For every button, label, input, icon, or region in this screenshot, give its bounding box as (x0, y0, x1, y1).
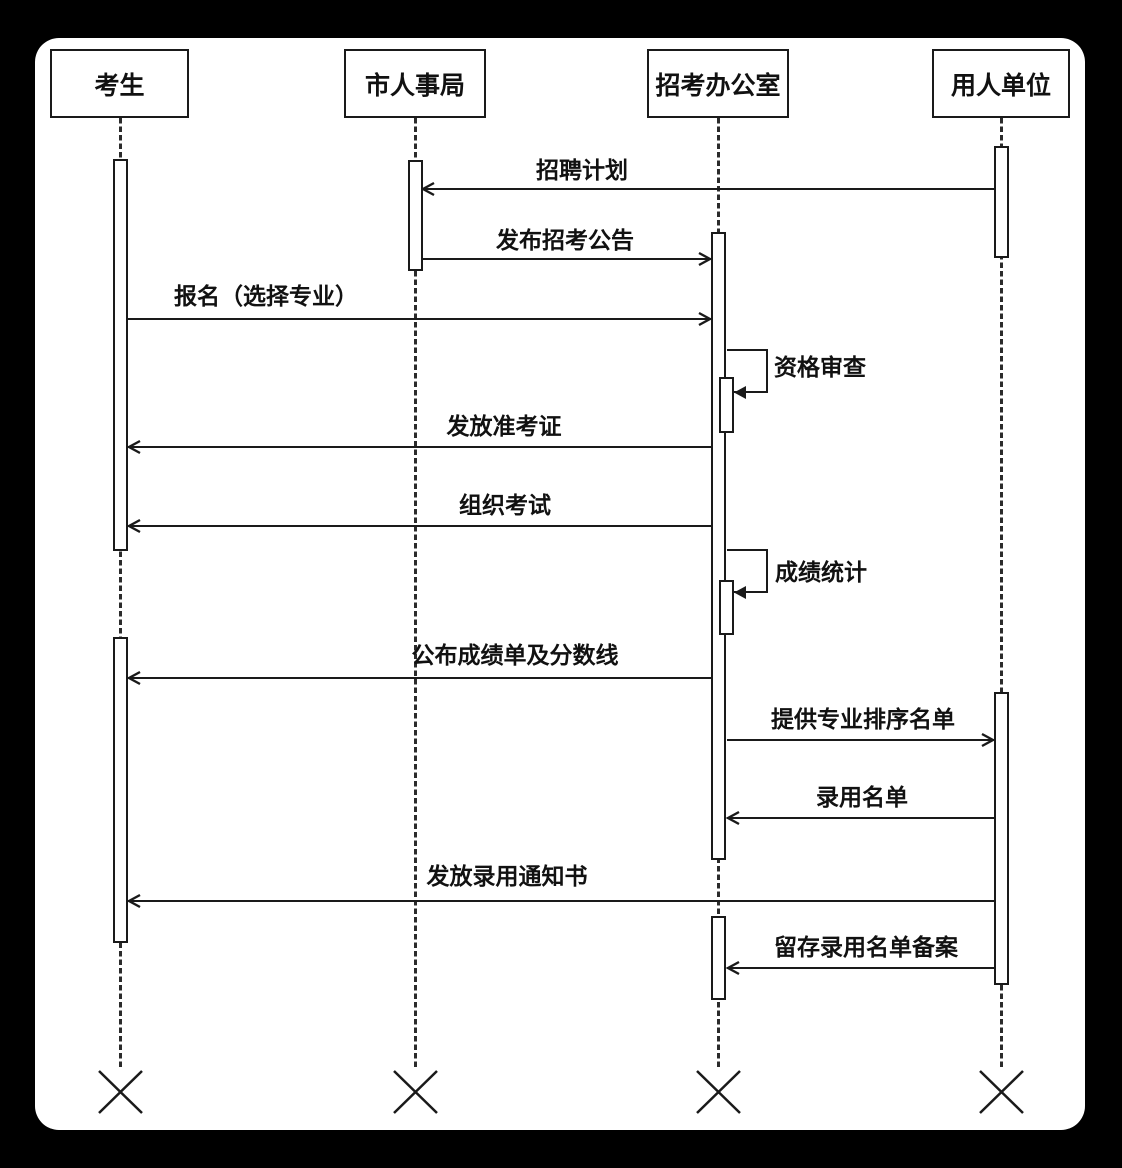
open-arrowhead-left-icon (127, 439, 141, 455)
msg-line-provide-ranking-list (727, 739, 994, 741)
self-message-loop-qualification-review (727, 349, 768, 393)
msg-label-issue-employment-notice: 发放录用通知书 (426, 863, 588, 889)
msg-line-publish-announcement (422, 258, 711, 260)
msg-line-publish-scores (128, 677, 711, 679)
actor-label: 用人单位 (950, 71, 1051, 100)
destroy-x-icon-employer (979, 1070, 1024, 1114)
destroy-x-icon-city-personnel-bureau (393, 1070, 438, 1114)
msg-label-issue-admission-ticket: 发放准考证 (446, 413, 562, 439)
msg-label-employment-list: 录用名单 (816, 784, 908, 810)
actor-label: 招考办公室 (655, 71, 781, 100)
activation-candidate-2 (113, 637, 128, 943)
actor-label: 考生 (94, 71, 145, 100)
self-message-loop-score-statistics (727, 549, 768, 593)
actor-box-employer: 用人单位 (932, 49, 1070, 118)
msg-label-score-statistics: 成绩统计 (775, 559, 867, 585)
actor-box-candidate: 考生 (50, 49, 189, 118)
msg-label-register: 报名（选择专业） (174, 283, 358, 309)
actor-box-recruitment-office: 招考办公室 (647, 49, 789, 118)
msg-line-organize-exam (128, 525, 711, 527)
open-arrowhead-right-icon (981, 732, 995, 748)
open-arrowhead-left-icon (127, 670, 141, 686)
activation-employer-1 (994, 146, 1009, 258)
msg-line-register (128, 318, 711, 320)
open-arrowhead-left-icon (127, 893, 141, 909)
actor-label: 市人事局 (364, 71, 465, 100)
activation-candidate-1 (113, 159, 128, 551)
activation-employer-2 (994, 692, 1009, 985)
msg-label-publish-scores: 公布成绩单及分数线 (411, 642, 619, 668)
open-arrowhead-left-icon (127, 518, 141, 534)
activation-qualification-review (719, 377, 734, 433)
msg-line-issue-admission-ticket (128, 446, 711, 448)
solid-arrowhead-left-icon (734, 586, 746, 599)
destroy-x-icon-candidate (98, 1070, 143, 1114)
open-arrowhead-left-icon (421, 181, 435, 197)
msg-line-recruitment-plan (422, 188, 1002, 190)
open-arrowhead-left-icon (726, 960, 740, 976)
activation-score-statistics (719, 580, 734, 635)
lifeline-city-personnel-bureau (414, 118, 417, 1070)
activation-city-personnel-bureau (408, 160, 423, 271)
lifeline-employer (1000, 118, 1003, 1070)
open-arrowhead-right-icon (698, 251, 712, 267)
diagram-canvas (35, 38, 1085, 1130)
msg-label-publish-announcement: 发布招考公告 (496, 227, 634, 253)
destroy-x-icon-recruitment-office (696, 1070, 741, 1114)
msg-line-issue-employment-notice (128, 900, 994, 902)
msg-label-provide-ranking-list: 提供专业排序名单 (771, 706, 955, 732)
msg-label-recruitment-plan: 招聘计划 (536, 157, 628, 183)
solid-arrowhead-left-icon (734, 386, 746, 399)
activation-recruitment-office-filing (711, 916, 726, 1000)
msg-label-qualification-review: 资格审查 (774, 354, 866, 380)
lifeline-candidate (119, 118, 122, 1070)
msg-label-keep-list-on-file: 留存录用名单备案 (774, 934, 958, 960)
msg-label-organize-exam: 组织考试 (459, 492, 551, 518)
msg-line-employment-list (727, 817, 994, 819)
msg-line-keep-list-on-file (727, 967, 994, 969)
open-arrowhead-left-icon (726, 810, 740, 826)
actor-box-city-personnel-bureau: 市人事局 (344, 49, 486, 118)
open-arrowhead-right-icon (698, 311, 712, 327)
activation-recruitment-office-main (711, 232, 726, 860)
